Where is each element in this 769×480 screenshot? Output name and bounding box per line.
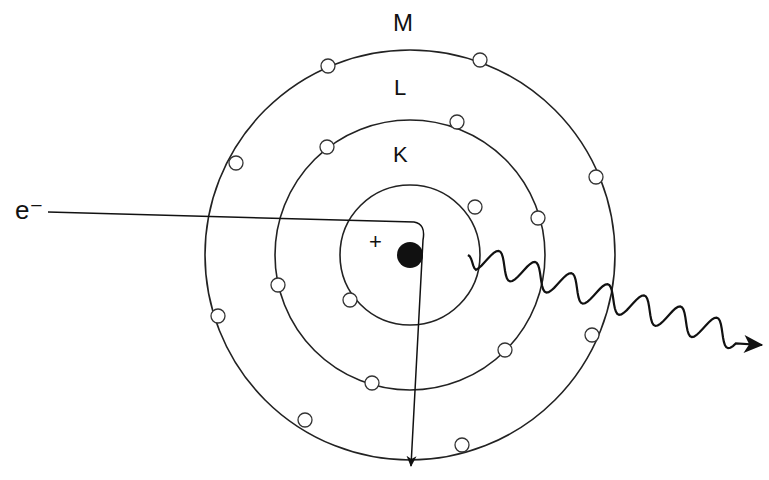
electron	[589, 170, 603, 184]
electron	[468, 200, 482, 214]
electron-path	[48, 212, 424, 466]
k-shell	[340, 185, 480, 325]
charge-sign: +	[366, 230, 385, 254]
electron	[229, 156, 243, 170]
electron	[450, 115, 464, 129]
m-shell	[205, 50, 615, 460]
l-shell	[275, 120, 545, 390]
shell-label: L	[391, 76, 409, 100]
electron	[321, 59, 335, 73]
nucleus	[397, 242, 423, 268]
electron	[298, 413, 312, 427]
electron	[343, 293, 357, 307]
electron	[365, 376, 379, 390]
electron	[271, 278, 285, 292]
electron	[531, 211, 545, 225]
electron	[498, 343, 512, 357]
electron	[320, 140, 334, 154]
particle-label: e⁻	[12, 196, 46, 224]
electron	[455, 438, 469, 452]
electron	[585, 328, 599, 342]
electron	[211, 309, 225, 323]
photon-wave	[468, 251, 762, 348]
shell-label: M	[390, 10, 416, 36]
electron	[473, 53, 487, 67]
shell-label: K	[390, 143, 411, 167]
